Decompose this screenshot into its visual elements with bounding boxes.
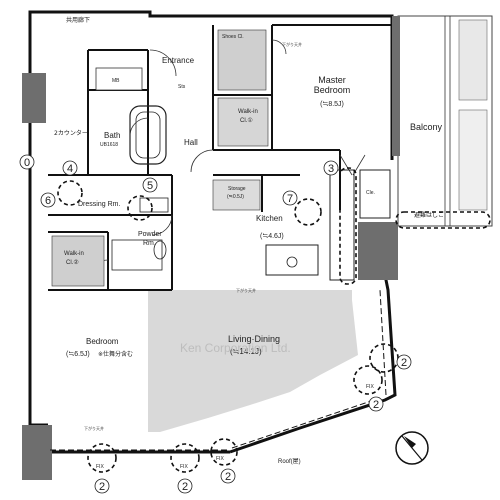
fix-label-3: FIX [216,456,224,462]
ceiling-note-3: 下がり天井 [84,425,104,431]
column-right [358,222,398,280]
marker-outlines [57,167,491,473]
svg-text:5: 5 [147,180,153,192]
watermark: Ken Corporation Ltd. [180,341,291,355]
hall-label: Hall [184,138,198,147]
bathtub [129,105,167,165]
walkin-cl1-sub: Cl.① [240,117,253,124]
svg-text:7: 7 [287,193,293,205]
storage-size: (≒0.5J) [227,194,244,200]
corridor-label: 共用廊下 [66,16,90,24]
interior-walls [48,24,392,291]
ceiling-note-2: 下がり天井 [236,287,256,293]
cle-label: Cle. [366,190,375,196]
storage-label: Storage [228,186,246,192]
fix-label-1: FIX [96,464,104,470]
marker-2-right: 2 [396,354,412,370]
bath-label: Bath [104,131,120,140]
walkin-cl1-label: Walk-in [238,109,258,115]
kitchen-label: Kitchen [256,214,283,223]
powder-label: Powder [138,231,162,238]
master-bedroom-label: Master [318,75,346,85]
kitchen-island [265,244,319,276]
kitchen-size: (≒4.6J) [260,233,284,240]
walkin-cl2-sub: Cl.② [66,259,79,266]
living-floor [148,290,358,432]
svg-text:2: 2 [373,399,379,411]
svg-text:2: 2 [182,481,188,493]
bedroom-note: ※仕舞分含む [98,350,133,358]
mb-label: MB [112,78,120,84]
balcony-label: Balcony [410,122,443,132]
dressing-label: Dressing Rm. [78,201,120,208]
marker-6: 6 [40,192,56,208]
svg-text:3: 3 [328,163,334,175]
emergency-label: 避難はしご [414,211,444,219]
fix-label-4: FIX [366,384,374,390]
marker-7: 7 [282,190,298,206]
north-compass-icon [395,431,429,465]
counter-label: 2カウンター [54,129,88,137]
living-size: (≒14.1J) [230,347,262,356]
svg-text:6: 6 [45,195,51,207]
column-top-left [22,73,46,123]
svg-text:2: 2 [401,357,407,369]
living-label: Living·Dining [228,334,280,344]
sts-label: Sts [178,84,186,90]
roof-label: Roof(屋) [278,458,301,465]
marker-5: 5 [142,177,158,193]
marker-2-lower-right: 2 [368,396,384,412]
fix-label-2: FIX [180,464,188,470]
bedroom-size: (≒6.5J) [66,351,90,358]
shoes-label: Shoes Cl. [222,34,244,40]
svg-text:4: 4 [67,163,73,175]
svg-text:2: 2 [225,471,231,483]
marker-2-bottom-2: 2 [177,478,193,494]
master-bedroom-size: (≒8.5J) [320,101,344,108]
bath-unit-label: UB1618 [100,142,118,148]
marker-4: 4 [62,160,78,176]
walkin-cl2-label: Walk-in [64,251,84,257]
bedroom-label: Bedroom [86,337,119,346]
svg-text:0: 0 [24,157,30,169]
svg-text:2: 2 [99,481,105,493]
column-bottom-left [22,425,52,480]
marker-2-bottom-1: 2 [94,478,110,494]
marker-3: 3 [323,160,339,176]
powder-label-2: Rm. [143,240,156,247]
ceiling-note-1: 下がり天井 [282,41,302,47]
marker-0: 0 [19,154,35,170]
entrance-label: Entrance [162,56,195,65]
master-bedroom-label-2: Bedroom [314,85,351,95]
marker-2-bottom-3: 2 [220,468,236,484]
